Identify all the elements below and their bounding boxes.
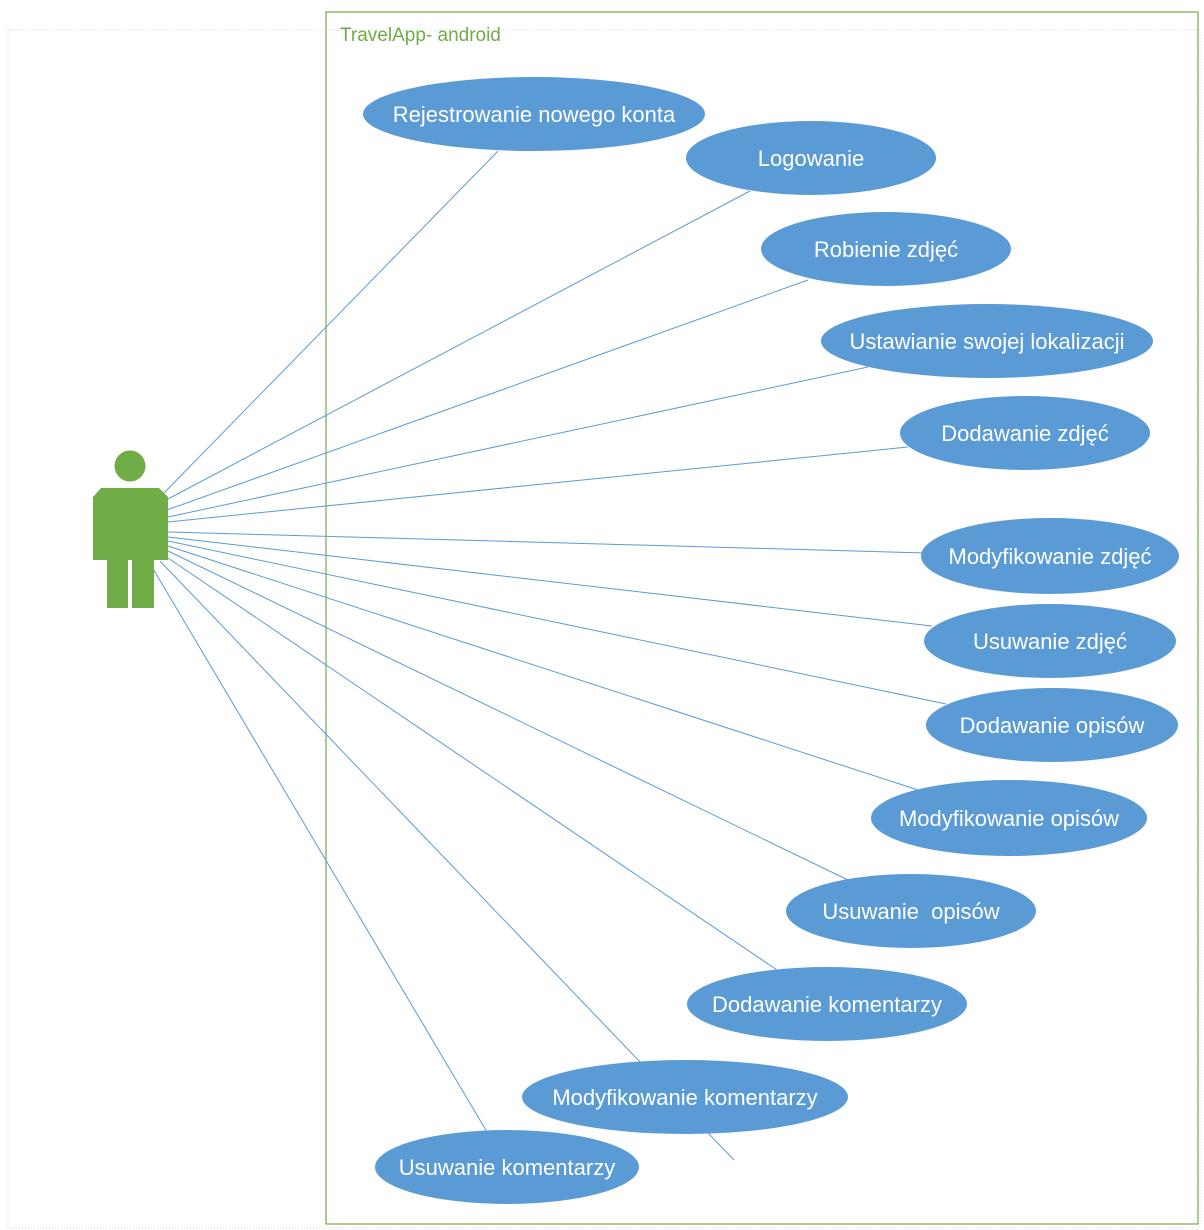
- use-case-ellipse: [375, 1130, 639, 1204]
- use-case-label: Usuwanie opisów: [822, 899, 999, 924]
- association-line-logowanie: [165, 190, 751, 501]
- use-case-ellipse: [871, 780, 1147, 856]
- association-lines: [151, 150, 947, 1161]
- use-case-label: Robienie zdjęć: [814, 237, 958, 262]
- association-line-usuwanie-opisow: [167, 550, 849, 881]
- use-case-ellipse: [761, 212, 1011, 286]
- use-case-ellipse: [926, 688, 1178, 762]
- association-line-modyfikowanie-zdjec: [167, 531, 928, 554]
- use-case-dodawanie-komentarzy: Dodawanie komentarzy: [687, 967, 967, 1041]
- outer-frame: [7, 29, 1201, 1229]
- use-case-modyfikowanie-opisow: Modyfikowanie opisów: [871, 780, 1147, 856]
- use-case-ellipse: [363, 77, 705, 151]
- use-case-label: Dodawanie komentarzy: [712, 992, 942, 1017]
- use-case-group: Rejestrowanie nowego kontaLogowanieRobie…: [363, 77, 1179, 1204]
- use-case-dodawanie-zdjec: Dodawanie zdjęć: [900, 396, 1150, 470]
- use-case-ellipse: [900, 396, 1150, 470]
- association-line-usuwanie-zdjec: [167, 536, 933, 627]
- person-icon: [93, 450, 168, 608]
- use-case-ellipse: [786, 874, 1036, 948]
- use-case-label: Usuwanie komentarzy: [399, 1155, 615, 1180]
- use-case-label: Modyfikowanie komentarzy: [552, 1085, 817, 1110]
- use-case-ellipse: [924, 604, 1176, 678]
- use-case-label: Dodawanie opisów: [960, 713, 1145, 738]
- use-case-label: Modyfikowanie zdjęć: [949, 544, 1152, 569]
- use-case-label: Dodawanie zdjęć: [941, 421, 1109, 446]
- association-line-modyfikowanie-opisow: [167, 545, 919, 791]
- use-case-ustawianie-lokalizacji: Ustawianie swojej lokalizacji: [821, 304, 1153, 378]
- use-case-rejestrowanie: Rejestrowanie nowego konta: [363, 77, 705, 151]
- use-case-usuwanie-zdjec: Usuwanie zdjęć: [924, 604, 1176, 678]
- system-title: TravelApp- android: [340, 25, 501, 46]
- association-line-modyfikowanie-komentarzy: [159, 560, 735, 1161]
- use-case-ellipse: [921, 518, 1179, 594]
- use-case-robienie-zdjec: Robienie zdjęć: [761, 212, 1011, 286]
- use-case-usuwanie-opisow: Usuwanie opisów: [786, 874, 1036, 948]
- use-case-modyfikowanie-zdjec: Modyfikowanie zdjęć: [921, 518, 1179, 594]
- association-line-rejestrowanie: [163, 150, 499, 494]
- use-case-ellipse: [821, 304, 1153, 378]
- association-line-robienie-zdjec: [166, 279, 809, 511]
- use-case-label: Rejestrowanie nowego konta: [393, 102, 676, 127]
- use-case-ellipse: [687, 967, 967, 1041]
- use-case-usuwanie-komentarzy: Usuwanie komentarzy: [375, 1130, 639, 1204]
- association-line-dodawanie-komentarzy: [164, 555, 778, 971]
- use-case-label: Usuwanie zdjęć: [973, 629, 1127, 654]
- use-case-modyfikowanie-komentarzy: Modyfikowanie komentarzy: [522, 1060, 848, 1134]
- use-case-logowanie: Logowanie: [686, 121, 936, 195]
- association-line-dodawanie-opisow: [167, 540, 947, 705]
- use-case-label: Modyfikowanie opisów: [899, 806, 1119, 831]
- use-case-label: Logowanie: [758, 146, 864, 171]
- association-line-ustawianie-lokalizacji: [167, 366, 869, 518]
- use-case-dodawanie-opisow: Dodawanie opisów: [926, 688, 1178, 762]
- association-line-usuwanie-komentarzy: [151, 566, 488, 1133]
- use-case-ellipse: [686, 121, 936, 195]
- system-boundary: [325, 11, 1199, 1225]
- association-line-dodawanie-zdjec: [167, 446, 909, 523]
- use-case-ellipse: [522, 1060, 848, 1134]
- use-case-label: Ustawianie swojej lokalizacji: [849, 329, 1124, 354]
